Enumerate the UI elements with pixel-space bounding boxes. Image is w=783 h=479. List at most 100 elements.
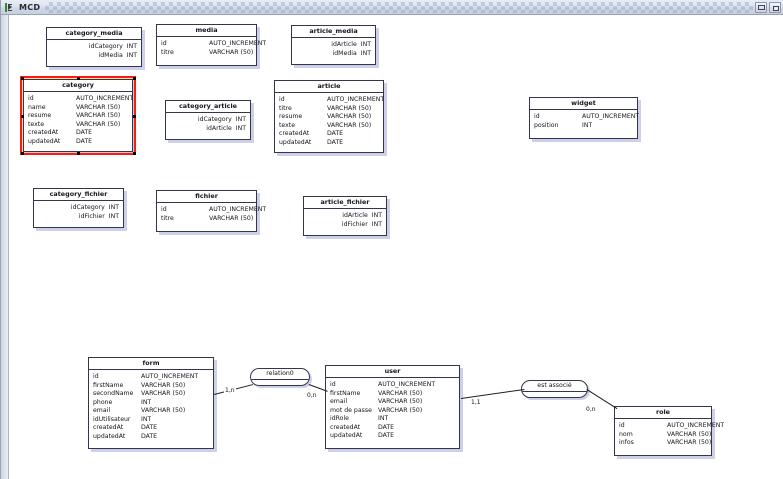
attribute-name: email [330, 398, 348, 405]
attribute-type: DATE [378, 423, 395, 431]
selection-handle[interactable] [77, 152, 80, 155]
attribute-name: id [93, 373, 99, 380]
mcd-model-icon [4, 2, 17, 13]
attribute-type: INT [378, 415, 389, 422]
selection-handle[interactable] [21, 77, 24, 80]
selection-handle[interactable] [133, 114, 136, 118]
selection-handle[interactable] [133, 152, 136, 155]
attribute-name: id [279, 96, 285, 103]
entity-title: category_article [166, 101, 250, 113]
attribute-name: resume [28, 112, 52, 119]
relationship-connector[interactable] [461, 389, 525, 399]
attribute-type: VARCHAR (50) [76, 112, 121, 119]
maximize-window-button[interactable] [769, 1, 781, 13]
selection-handle[interactable] [21, 114, 24, 118]
restore-window-button[interactable] [755, 1, 767, 13]
selection-handle[interactable] [21, 152, 24, 155]
relation-relation0[interactable]: relation0 [250, 368, 310, 386]
entity-attribute[interactable]: resume VARCHAR (50) [28, 112, 128, 121]
attribute-type: INT [360, 41, 371, 48]
attribute-type: VARCHAR (50) [141, 407, 186, 414]
window-controls [755, 1, 781, 13]
entity-title: role [615, 407, 711, 419]
relation-est_associe[interactable]: est associé [521, 380, 588, 398]
window-titlebar[interactable]: MCD [1, 0, 783, 15]
attribute-name: idArticle [331, 41, 357, 48]
selection-handle[interactable] [133, 77, 136, 80]
attribute-type: VARCHAR (50) [667, 430, 712, 438]
attribute-name: updatedAt [28, 137, 61, 145]
attribute-type: AUTO_INCREMENT [209, 206, 267, 213]
selection-handle[interactable] [77, 77, 80, 80]
attribute-type: INT [141, 415, 152, 423]
attribute-name: titre [161, 48, 174, 56]
attribute-name: createdAt [279, 130, 310, 137]
